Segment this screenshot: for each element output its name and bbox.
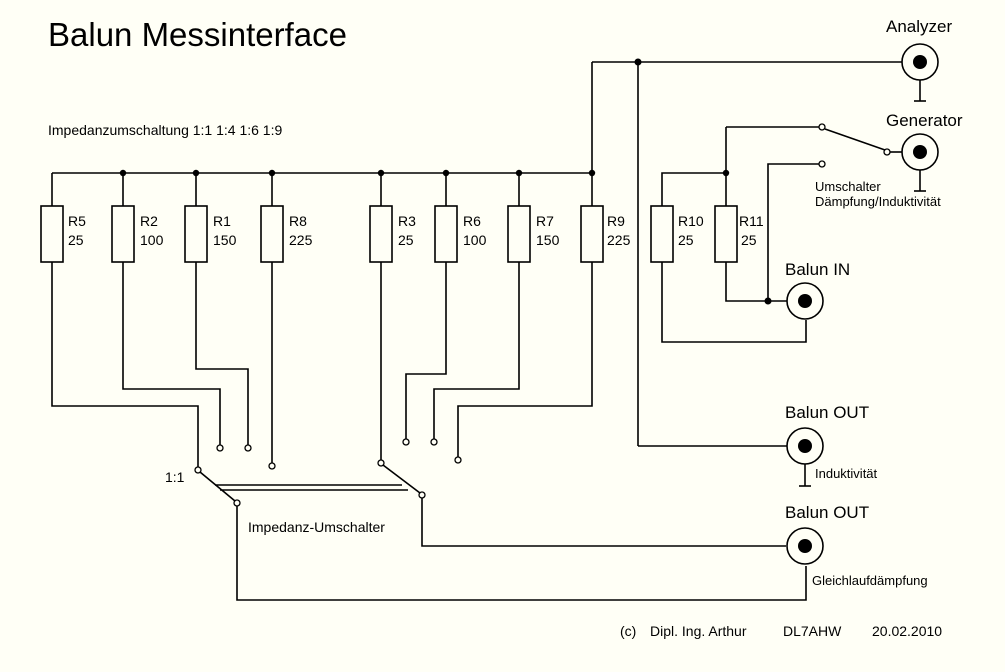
- top-bus: [51, 169, 596, 206]
- balun-out-2-label: Balun OUT: [785, 503, 869, 522]
- copyright-author: Dipl. Ing. Arthur: [650, 623, 747, 639]
- analyzer-label: Analyzer: [886, 17, 952, 36]
- balun-in-label: Balun IN: [785, 260, 850, 279]
- resistor-r8: R8 225: [260, 205, 313, 263]
- svg-text:25: 25: [678, 232, 694, 248]
- svg-text:R3: R3: [398, 213, 416, 229]
- balun-out-2-connector-icon: [786, 527, 824, 565]
- impedance-switch-wiring: [51, 262, 807, 601]
- svg-text:25: 25: [68, 232, 84, 248]
- svg-text:225: 225: [289, 232, 313, 248]
- svg-text:25: 25: [741, 232, 757, 248]
- svg-text:150: 150: [536, 232, 560, 248]
- svg-text:R11: R11: [739, 213, 764, 229]
- resistor-r10: R10 25: [650, 205, 704, 263]
- svg-text:100: 100: [140, 232, 164, 248]
- analyzer-connector-icon: [901, 43, 939, 102]
- balun-out-1-label: Balun OUT: [785, 403, 869, 422]
- balun-in-connector-icon: [786, 282, 824, 320]
- resistor-r5: R5 25: [40, 205, 86, 263]
- svg-text:25: 25: [398, 232, 414, 248]
- resistor-r1: R1 150: [184, 205, 237, 263]
- svg-text:R10: R10: [678, 213, 704, 229]
- copyright-callsign: DL7AHW: [783, 623, 842, 639]
- svg-text:R7: R7: [536, 213, 554, 229]
- svg-text:150: 150: [213, 232, 237, 248]
- svg-text:R8: R8: [289, 213, 307, 229]
- svg-text:R6: R6: [463, 213, 481, 229]
- balun-out-1-connector-icon: [786, 427, 824, 487]
- copyright-mark: (c): [620, 623, 636, 639]
- resistor-r7: R7 150: [507, 205, 560, 263]
- svg-text:R2: R2: [140, 213, 158, 229]
- analyzer-line: [591, 58, 902, 447]
- resistor-r9: R9 225: [580, 205, 631, 263]
- umschalter-label: Umschalter: [815, 179, 881, 194]
- resistor-r6: R6 100: [434, 205, 487, 263]
- resistor-r3: R3 25: [369, 205, 416, 263]
- copyright-date: 20.02.2010: [872, 623, 942, 639]
- induktivitaet-label: Induktivität: [815, 466, 878, 481]
- svg-text:R1: R1: [213, 213, 231, 229]
- impedance-switch-label: Impedanz-Umschalter: [248, 519, 385, 535]
- resistor-r2: R2 100: [111, 205, 164, 263]
- ratio-1-1-label: 1:1: [165, 469, 185, 485]
- resistor-r11: R11 25: [714, 205, 764, 263]
- generator-label: Generator: [886, 111, 963, 130]
- gleichlaufdaempfung-label: Gleichlaufdämpfung: [812, 573, 928, 588]
- page-title: Balun Messinterface: [48, 16, 347, 53]
- generator-switch-wiring: [661, 123, 902, 343]
- svg-text:R5: R5: [68, 213, 86, 229]
- svg-text:R9: R9: [607, 213, 625, 229]
- impedance-switching-label: Impedanzumschaltung 1:1 1:4 1:6 1:9: [48, 122, 282, 138]
- generator-connector-icon: [901, 133, 939, 192]
- svg-text:225: 225: [607, 232, 631, 248]
- daempfung-induktivitaet-label: Dämpfung/Induktivität: [815, 194, 941, 209]
- svg-text:100: 100: [463, 232, 487, 248]
